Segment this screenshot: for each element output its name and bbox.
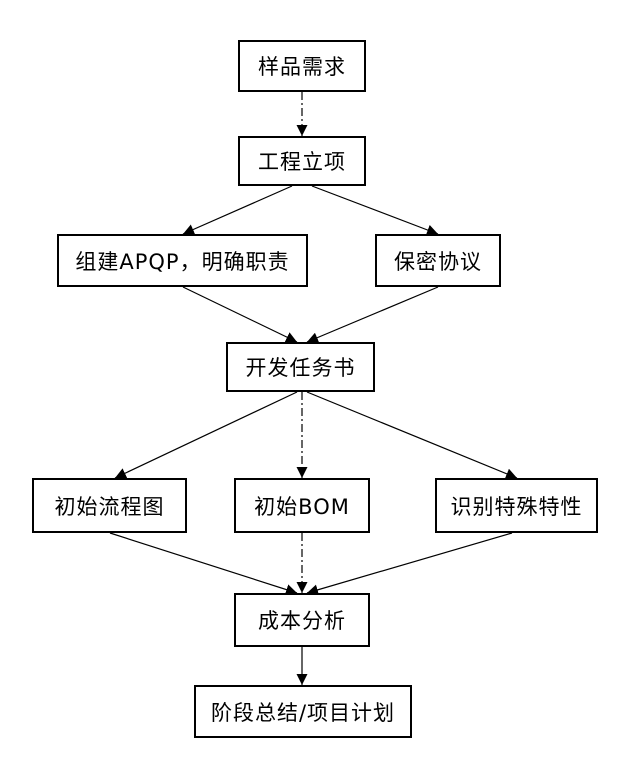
arrow-project-to-apqp <box>182 185 293 235</box>
node-confidentiality: 保密协议 <box>375 234 501 287</box>
arrow-devtask-to-special <box>306 391 518 479</box>
node-special-characteristics: 识别特殊特性 <box>435 478 598 533</box>
node-dev-task: 开发任务书 <box>226 342 375 392</box>
node-cost-analysis: 成本分析 <box>234 593 370 647</box>
node-apqp-team: 组建APQP，明确职责 <box>57 234 308 287</box>
node-project-initiation: 工程立项 <box>238 136 366 186</box>
arrow-confidentiality-to-devtask <box>306 286 439 343</box>
arrow-flowchart-to-cost <box>109 532 298 595</box>
node-sample-demand: 样品需求 <box>238 40 366 92</box>
node-initial-bom: 初始BOM <box>234 478 370 533</box>
arrow-project-to-confidentiality <box>311 185 439 236</box>
node-stage-summary: 阶段总结/项目计划 <box>194 685 412 738</box>
arrow-special-to-cost <box>306 532 513 596</box>
arrow-apqp-to-devtask <box>182 286 298 343</box>
arrow-devtask-to-flowchart <box>114 391 298 479</box>
node-initial-flowchart: 初始流程图 <box>32 478 187 533</box>
